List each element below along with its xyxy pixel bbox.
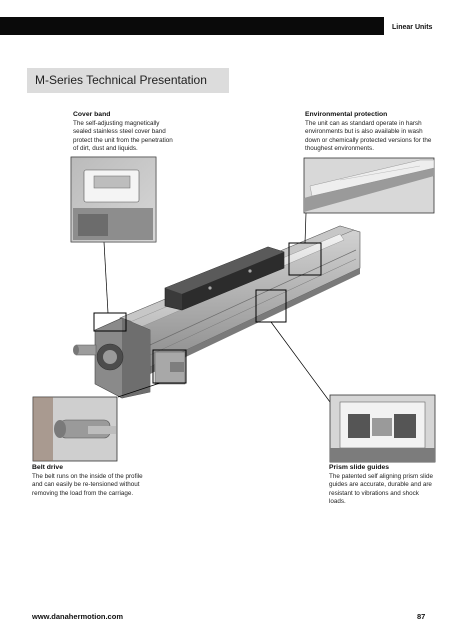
- inset-cover-band: [70, 156, 157, 243]
- callout-heading: Cover band: [73, 111, 111, 118]
- leader-cover-band: [103, 241, 109, 314]
- drive-end-block: [73, 317, 151, 399]
- callout-environmental: Environmental protection The unit can as…: [305, 111, 433, 153]
- highlight-cover-band: [93, 312, 127, 332]
- callout-heading: Prism slide guides: [329, 464, 390, 471]
- callout-text: The patented self aligning prism slide g…: [329, 473, 433, 505]
- inset-prism-guides: [329, 394, 436, 463]
- callout-prism-guides: Prism slide guides The patented self ali…: [329, 464, 435, 506]
- section-label: Linear Units: [392, 24, 433, 31]
- highlight-belt-drive: [152, 349, 187, 384]
- callout-text: The self-adjusting magnetically sealed s…: [73, 120, 173, 152]
- callout-cover-band: Cover band The self-adjusting magnetical…: [73, 111, 179, 153]
- inset-belt-drive: [32, 396, 118, 462]
- inset-environmental: [303, 157, 435, 214]
- callout-heading: Environmental protection: [305, 111, 388, 118]
- leader-prism-guides: [270, 321, 331, 403]
- header-bar: [0, 17, 384, 35]
- callout-text: The belt runs on the inside of the profi…: [32, 473, 143, 497]
- page-number: 87: [417, 612, 426, 621]
- shaft-end: [154, 351, 186, 385]
- footer-url[interactable]: www.danahermotion.com: [32, 612, 123, 621]
- callout-heading: Belt drive: [32, 464, 63, 471]
- leader-belt-drive: [117, 382, 161, 398]
- leader-environmental: [304, 212, 307, 244]
- carriage: [164, 246, 285, 311]
- callout-text: The unit can as standard operate in hars…: [305, 120, 432, 152]
- callout-belt-drive: Belt drive The belt runs on the inside o…: [32, 464, 144, 498]
- page-title: M-Series Technical Presentation: [27, 68, 229, 93]
